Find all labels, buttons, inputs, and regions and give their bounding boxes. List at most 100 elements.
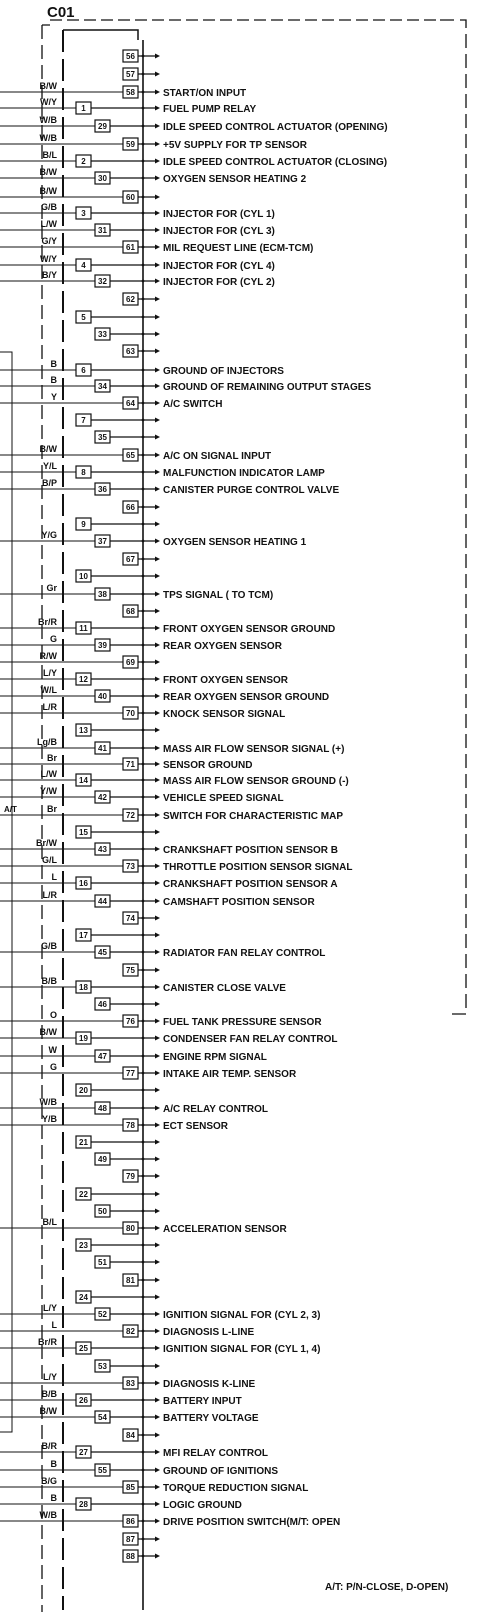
bus-junction	[141, 368, 145, 372]
wire-color: G/B	[41, 941, 58, 951]
pin-label: FUEL TANK PRESSURE SENSOR	[163, 1017, 322, 1028]
wire-color: B/W	[40, 186, 58, 196]
pin-number: 77	[126, 1069, 135, 1078]
arrow-head	[155, 829, 160, 835]
pin-number: 44	[98, 897, 107, 906]
pin-number: 58	[126, 88, 135, 97]
arrow-head	[155, 210, 160, 216]
wire-color: B	[51, 375, 58, 385]
pin-43: Br/W 43 CRANKSHAFT POSITION SENSOR B	[0, 838, 338, 856]
pin-number: 82	[126, 1327, 135, 1336]
pin-label: SENSOR GROUND	[163, 760, 252, 771]
pin-number: 32	[98, 277, 107, 286]
arrow-head	[155, 227, 160, 233]
pin-67: 67	[122, 552, 160, 566]
arrow-head	[155, 1035, 160, 1041]
pin-number: 53	[98, 1362, 107, 1371]
bus-junction	[141, 1123, 145, 1127]
pin-label: MASS AIR FLOW SENSOR SIGNAL (+)	[163, 744, 344, 755]
pin-number: 42	[98, 793, 107, 802]
pin-label: INJECTOR FOR (CYL 3)	[163, 226, 275, 237]
bus-junction	[141, 1329, 145, 1333]
bus-junction	[141, 159, 145, 163]
pin-51: 51	[94, 1255, 160, 1269]
wire-color: B/B	[42, 1389, 58, 1399]
wire-color: B	[51, 1459, 58, 1469]
pin-label: IGNITION SIGNAL FOR (CYL 1, 4)	[163, 1344, 320, 1355]
pin-number: 80	[126, 1224, 135, 1233]
bus-junction	[141, 1019, 145, 1023]
bus-junction	[141, 539, 145, 543]
wire-color: Br	[47, 804, 57, 814]
bus-junction	[141, 1381, 145, 1385]
wire-color: G/L	[42, 855, 58, 865]
wire-color: L/Y	[43, 1372, 57, 1382]
arrow-head	[155, 693, 160, 699]
wire-color: L/Y	[43, 668, 57, 678]
wire-color: W/B	[40, 115, 58, 125]
bus-junction	[141, 315, 145, 319]
arrow-head	[155, 1001, 160, 1007]
pin-number: 78	[126, 1121, 135, 1130]
pin-label: LOGIC GROUND	[163, 1500, 242, 1511]
pin-number: 67	[126, 555, 135, 564]
wire-color: G	[50, 634, 57, 644]
arrow-head	[155, 296, 160, 302]
wire-color: Y/L	[43, 461, 58, 471]
pin-label: CRANKSHAFT POSITION SENSOR A	[163, 879, 338, 890]
bus-junction	[141, 1519, 145, 1523]
pin-label: ENGINE RPM SIGNAL	[163, 1052, 267, 1063]
pin-label: CANISTER CLOSE VALVE	[163, 983, 286, 994]
pin-number: 52	[98, 1310, 107, 1319]
arrow-head	[155, 434, 160, 440]
wire-color: B/Y	[42, 270, 57, 280]
pin-number: 27	[79, 1448, 88, 1457]
pin-label: INJECTOR FOR (CYL 1)	[163, 209, 275, 220]
wire-color: B/W	[40, 444, 58, 454]
pin-number: 45	[98, 948, 107, 957]
pin-79: 79	[122, 1169, 160, 1183]
bus-junction	[141, 864, 145, 868]
bus-junction	[141, 847, 145, 851]
arrow-head	[155, 777, 160, 783]
bus-junction	[141, 124, 145, 128]
bus-junction	[141, 418, 145, 422]
pin-56: 56	[122, 49, 160, 63]
arrow-head	[155, 1553, 160, 1559]
bus-junction	[141, 830, 145, 834]
pin-33: 33	[94, 327, 160, 341]
pin-number: 1	[81, 104, 86, 113]
bus-junction	[141, 1088, 145, 1092]
wire-color: L/R	[43, 702, 58, 712]
wire-color: R/W	[40, 651, 58, 661]
wire-color: B/P	[42, 478, 57, 488]
pin-number: 43	[98, 845, 107, 854]
arrow-head	[155, 400, 160, 406]
wire-color: B/R	[42, 1441, 58, 1451]
pin-number: 20	[79, 1086, 88, 1095]
pin-number: 71	[126, 760, 135, 769]
wire-color: Br/W	[36, 838, 58, 848]
pin-label: IDLE SPEED CONTROL ACTUATOR (CLOSING)	[163, 157, 387, 168]
bus-junction	[141, 694, 145, 698]
arrow-head	[155, 1397, 160, 1403]
pin-label: ECT SENSOR	[163, 1121, 229, 1132]
arrow-head	[155, 984, 160, 990]
pin-label: CRANKSHAFT POSITION SENSOR B	[163, 845, 338, 856]
arrow-head	[155, 761, 160, 767]
bus-junction	[141, 746, 145, 750]
pin-number: 40	[98, 692, 107, 701]
arrow-head	[155, 591, 160, 597]
pin-number: 57	[126, 70, 135, 79]
bus-junction	[141, 349, 145, 353]
wire-color: W/B	[40, 1510, 58, 1520]
bus-junction	[141, 1260, 145, 1264]
arrow-head	[155, 1536, 160, 1542]
